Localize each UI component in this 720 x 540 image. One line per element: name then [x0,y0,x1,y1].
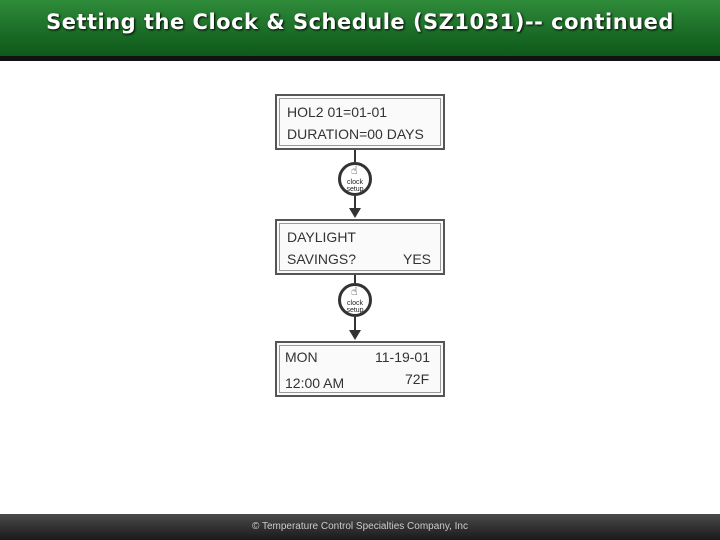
connector-line [354,275,356,283]
lcd-screen-holiday: HOL2 01=01-01 DURATION=00 DAYS [275,94,445,150]
title-underline [0,56,720,61]
page-title: Setting the Clock & Schedule (SZ1031)-- … [46,10,674,34]
button-label-line2: setup [346,307,364,314]
title-bar: Setting the Clock & Schedule (SZ1031)-- … [0,0,720,56]
lcd-line2-right: YES [403,251,432,267]
lcd-line2-left: SAVINGS? [287,251,356,267]
down-arrow-icon [349,330,361,340]
down-arrow-icon [349,208,361,218]
lcd-date: 11-19-01 [375,349,431,365]
footer-bar: © Temperature Control Specialties Compan… [0,514,720,540]
button-label-line2: setup [346,186,364,193]
lcd-temperature: 72F [405,371,430,387]
connector-line [354,196,356,210]
connector-line [354,317,356,332]
clock-setup-button[interactable]: ☝ clock setup [338,162,372,196]
button-label-line1: clock [347,300,363,307]
lcd-screen-daylight: DAYLIGHT SAVINGS? YES [275,219,445,275]
clock-setup-button[interactable]: ☝ clock setup [338,283,372,317]
pointing-hand-icon: ☝ [351,164,358,177]
lcd-line1-left: HOL2 01=01-01 [287,104,388,120]
lcd-day: MON [285,349,318,365]
lcd-line1-left: DAYLIGHT [287,229,356,245]
button-label-line1: clock [347,179,363,186]
pointing-hand-icon: ☝ [351,285,358,298]
copyright-text: © Temperature Control Specialties Compan… [252,521,468,532]
lcd-screen-home: MON 11-19-01 12:00 AM 72F [275,341,445,397]
lcd-time: 12:00 AM [285,375,345,391]
connector-line [354,150,356,162]
lcd-line2-left: DURATION=00 DAYS [287,126,424,142]
